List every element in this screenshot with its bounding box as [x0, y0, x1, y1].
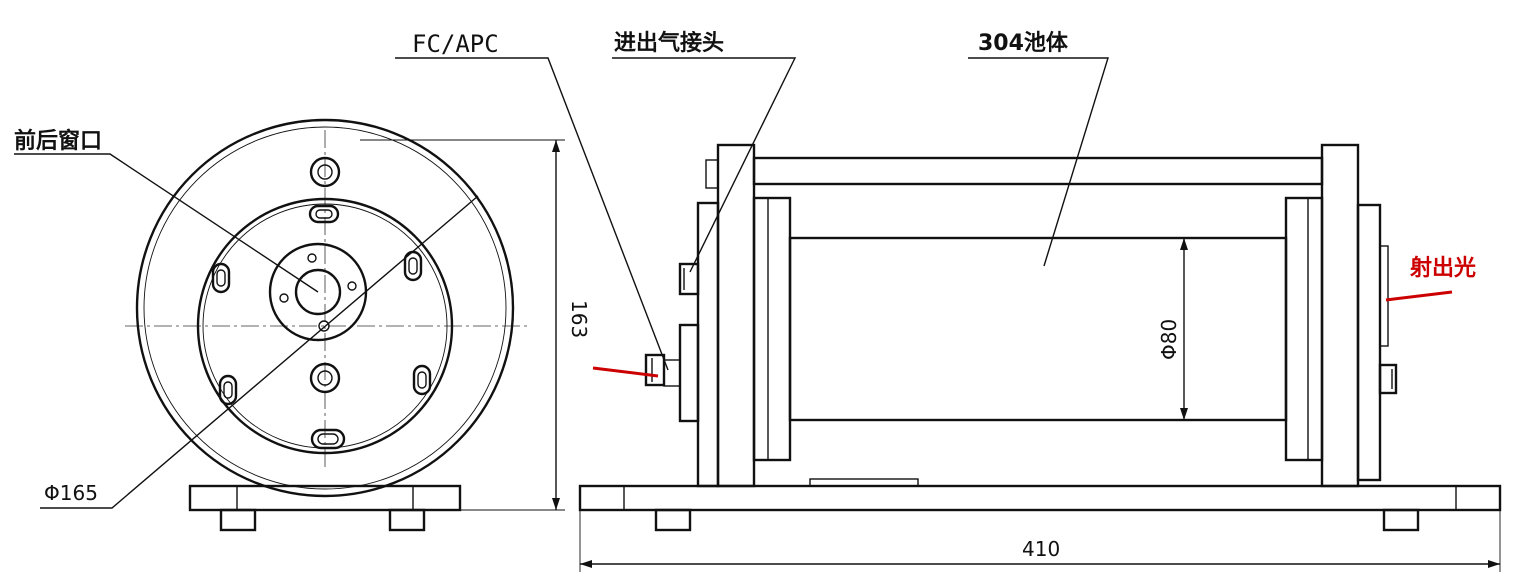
- fc-apc-connector: [644, 353, 666, 387]
- gas-connector-right: [1378, 363, 1398, 395]
- label-gas-connector: 进出气接头: [614, 30, 724, 56]
- left-outer-plate: [716, 143, 756, 488]
- tie-rod: [752, 156, 1324, 186]
- bottom-fitting: [309, 362, 341, 394]
- inner-face: [196, 197, 454, 455]
- front-foot-right: [388, 508, 426, 532]
- front-foot-left: [219, 508, 257, 532]
- top-fitting: [309, 156, 341, 188]
- left-inner-flange: [752, 196, 792, 462]
- front-base-plate: [188, 484, 462, 512]
- label-windows: 前后窗口: [14, 128, 102, 154]
- fc-apc-housing: [678, 323, 700, 423]
- dim-diameter-tube: Φ80: [1157, 319, 1181, 360]
- dim-length: 410: [1022, 537, 1060, 561]
- tube-body: [788, 236, 1288, 422]
- dim-diameter-outer: Φ165: [44, 481, 98, 505]
- dim-height: 163: [567, 300, 591, 338]
- gas-connector-left: [678, 262, 700, 296]
- label-304-body: 304池体: [978, 31, 1069, 56]
- side-foot-left: [654, 508, 692, 532]
- right-window-flange: [1356, 203, 1382, 482]
- input-laser: [592, 366, 659, 378]
- right-outer-plate: [1320, 143, 1360, 488]
- side-base-plate: [578, 484, 1502, 512]
- side-foot-right: [1382, 508, 1420, 532]
- slot-fasteners: [211, 204, 432, 450]
- label-fc-apc: FC/APC: [412, 30, 499, 58]
- side-view: [395, 57, 1502, 572]
- left-window-flange: [696, 201, 720, 488]
- outer-flange: [135, 118, 515, 498]
- output-laser: [1385, 290, 1453, 302]
- right-inner-flange: [1284, 196, 1324, 462]
- front-view: [14, 118, 565, 532]
- label-output-light: 射出光: [1409, 255, 1476, 281]
- window-aperture: [294, 268, 342, 316]
